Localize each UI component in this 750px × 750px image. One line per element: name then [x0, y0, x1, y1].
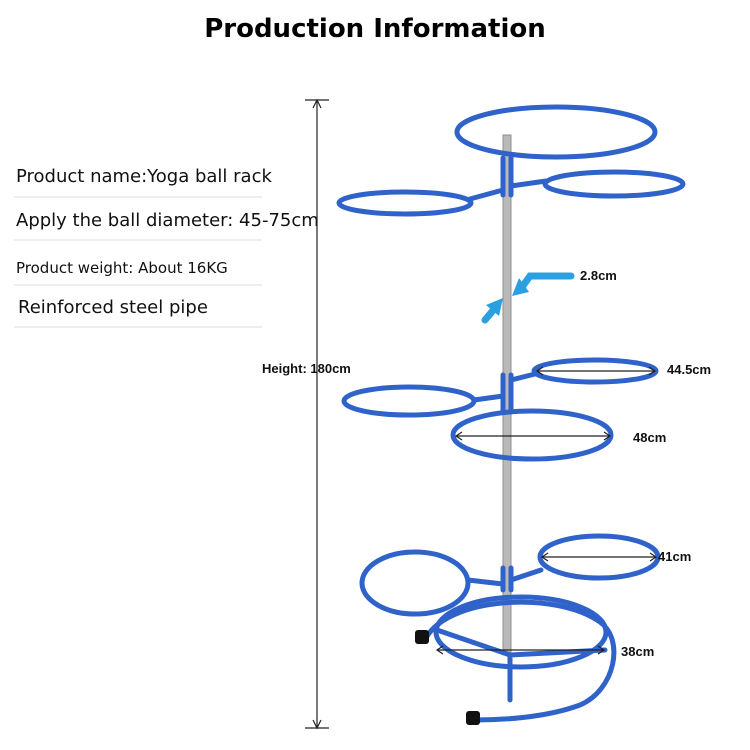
spec-ball-diameter: Apply the ball diameter: 45-75cm — [16, 210, 319, 231]
ring-lower-right — [537, 533, 661, 581]
label-ring-lower-right: 41cm — [658, 549, 692, 564]
ring-lower-left — [359, 549, 471, 617]
base-foot-front — [466, 711, 480, 725]
arrow-right-head — [512, 278, 529, 296]
ring-mid-left — [341, 384, 477, 418]
base-frame-struts — [434, 627, 608, 703]
ring-middle — [450, 408, 614, 462]
ring-top — [454, 104, 658, 160]
middle-tier-arms — [471, 371, 538, 415]
label-height: Height: 180cm — [262, 361, 351, 376]
label-pipe-diameter: 2.8cm — [580, 268, 617, 283]
arrow-right-shaft — [516, 272, 575, 294]
pole-arrows — [481, 272, 575, 324]
height-dimension-line — [305, 98, 329, 730]
base-frame-arc — [422, 599, 617, 723]
spec-dividers — [14, 196, 262, 328]
base-foot-left — [415, 630, 429, 644]
spec-material: Reinforced steel pipe — [18, 297, 208, 318]
spec-product-name: Product name:Yoga ball rack — [16, 166, 272, 187]
label-ring-middle: 48cm — [633, 430, 667, 445]
arrow-left-head — [486, 298, 503, 316]
lower-tier-arms — [465, 565, 544, 593]
top-tier-arms — [467, 155, 549, 202]
page-title: Production Information — [204, 14, 546, 44]
label-ring-base: 38cm — [621, 644, 655, 659]
ring-measure-lines — [435, 366, 658, 655]
label-ring-upper-right: 44.5cm — [667, 362, 712, 377]
spec-product-weight: Product weight: About 16KG — [16, 259, 228, 277]
ring-top-right — [542, 169, 686, 199]
ring-top-left — [336, 189, 474, 217]
